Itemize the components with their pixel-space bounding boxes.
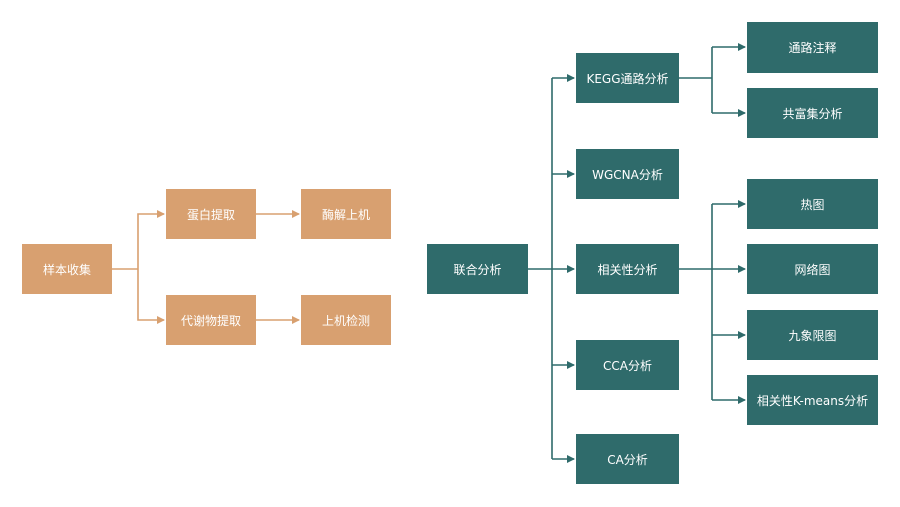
node-ca-analysis: CA分析 (576, 434, 679, 484)
node-network-graph: 网络图 (747, 244, 878, 294)
node-heatmap: 热图 (747, 179, 878, 229)
node-nine-quadrant: 九象限图 (747, 310, 878, 360)
node-correlation-analysis: 相关性分析 (576, 244, 679, 294)
edge-corr-trunk (679, 204, 713, 400)
node-pathway-annotation: 通路注释 (747, 22, 878, 73)
edge-joint-trunk (528, 78, 553, 459)
node-kegg-analysis: KEGG通路分析 (576, 53, 679, 103)
node-cca-analysis: CCA分析 (576, 340, 679, 390)
node-sample-collection: 样本收集 (22, 244, 112, 294)
node-correlation-kmeans: 相关性K-means分析 (747, 375, 878, 425)
edge-kegg-trunk (679, 47, 713, 113)
node-ms-detection: 上机检测 (301, 295, 391, 345)
edge-to-protein-extract (137, 210, 165, 269)
node-enzyme-ms: 酶解上机 (301, 189, 391, 239)
node-metabolite-extraction: 代谢物提取 (166, 295, 256, 345)
node-joint-analysis: 联合分析 (427, 244, 528, 294)
node-co-enrichment: 共富集分析 (747, 88, 878, 138)
node-wgcna-analysis: WGCNA分析 (576, 149, 679, 199)
edge-to-metabolite-extract (137, 269, 165, 324)
node-protein-extraction: 蛋白提取 (166, 189, 256, 239)
